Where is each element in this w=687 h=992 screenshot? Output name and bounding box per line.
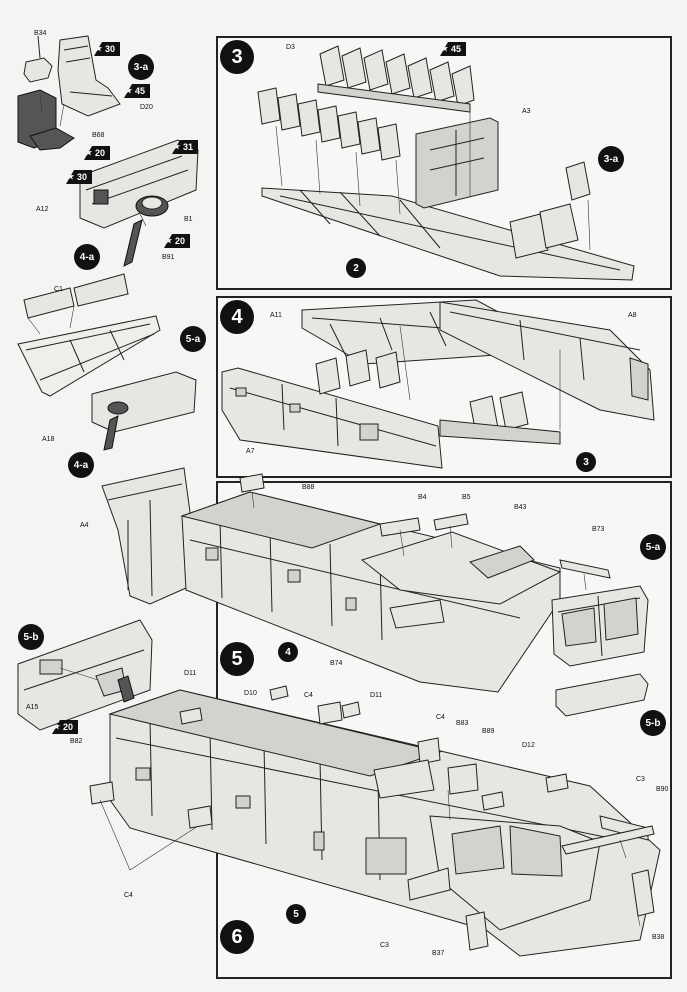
part-label-c4-mid: C4 bbox=[436, 714, 445, 721]
substep-5a-ref-badge: 5-a bbox=[640, 534, 666, 560]
rear-seat-row-d3 bbox=[257, 87, 401, 161]
part-label-d20: D20 bbox=[140, 104, 153, 111]
ref-step-4: 4 bbox=[278, 642, 298, 662]
paint-flag-icon: 20 bbox=[164, 234, 191, 248]
windshield-5a-drawing bbox=[17, 273, 197, 451]
part-label-a18: A18 bbox=[42, 436, 55, 443]
part-label-c4-top: C4 bbox=[304, 692, 313, 699]
part-label-b1: B1 bbox=[184, 216, 193, 223]
part-label-c1: C1 bbox=[54, 286, 63, 293]
part-label-b88: B88 bbox=[302, 484, 315, 491]
side-panel-5b-drawing bbox=[17, 619, 153, 731]
part-label-b90: B90 bbox=[656, 786, 669, 793]
seat-3a-drawing bbox=[17, 35, 121, 151]
step-3-number: 3 bbox=[220, 40, 254, 74]
substep-4a-badge: 4-a bbox=[74, 244, 100, 270]
part-label-c3-right: C3 bbox=[636, 776, 645, 783]
ref-step-2: 2 bbox=[346, 258, 366, 278]
part-label-a15: A15 bbox=[26, 704, 39, 711]
substep-4a-badge-ref: 4-a bbox=[68, 452, 94, 478]
step6-vehicle-drawing bbox=[89, 685, 661, 957]
ref-step-5: 5 bbox=[286, 904, 306, 924]
part-label-b38: B38 bbox=[652, 934, 665, 941]
part-label-b74: B74 bbox=[330, 660, 343, 667]
part-label-d11-right: D11 bbox=[370, 692, 383, 699]
step5-vehicle-drawing bbox=[101, 467, 649, 717]
part-label-c3-bottom: C3 bbox=[380, 942, 389, 949]
step-4-number: 4 bbox=[220, 300, 254, 334]
part-label-c4-bottom: C4 bbox=[124, 892, 133, 899]
step-5-number: 5 bbox=[220, 642, 254, 676]
part-label-a4: A4 bbox=[80, 522, 89, 529]
part-label-d3: D3 bbox=[286, 44, 295, 51]
step3-floor-drawing bbox=[257, 45, 635, 281]
substep-5b-badge: 5-b bbox=[18, 624, 44, 650]
part-label-d12: D12 bbox=[522, 742, 535, 749]
part-label-d10: D10 bbox=[244, 690, 257, 697]
paint-flag-icon: 30 bbox=[66, 170, 93, 184]
part-label-b68: B68 bbox=[92, 132, 105, 139]
step4-hull-drawing bbox=[221, 299, 655, 469]
ref-step-3: 3 bbox=[576, 452, 596, 472]
part-label-b37: B37 bbox=[432, 950, 445, 957]
step-6-number: 6 bbox=[220, 920, 254, 954]
part-label-b89: B89 bbox=[482, 728, 495, 735]
part-label-b82: B82 bbox=[70, 738, 83, 745]
part-label-a8: A8 bbox=[628, 312, 637, 319]
part-label-d11-left: D11 bbox=[184, 670, 197, 677]
part-label-b43: B43 bbox=[514, 504, 527, 511]
part-label-a11: A11 bbox=[270, 312, 282, 319]
part-label-b5: B5 bbox=[462, 494, 471, 501]
part-label-a12: A12 bbox=[36, 206, 49, 213]
rear-seat-row-45 bbox=[317, 45, 475, 113]
dashboard-4a-drawing bbox=[79, 139, 199, 267]
paint-flag-icon: 20 bbox=[84, 146, 111, 160]
part-label-b73: B73 bbox=[592, 526, 605, 533]
substep-5a-badge: 5-a bbox=[180, 326, 206, 352]
part-label-a3: A3 bbox=[522, 108, 531, 115]
paint-flag-icon: 30 bbox=[94, 42, 121, 56]
part-label-b83: B83 bbox=[456, 720, 469, 727]
part-label-b34: B34 bbox=[34, 30, 47, 37]
paint-flag-icon: 20 bbox=[52, 720, 79, 734]
paint-flag-icon: 45 bbox=[124, 84, 151, 98]
paint-flag-icon: 31 bbox=[172, 140, 199, 154]
paint-flag-icon: 45 bbox=[440, 42, 467, 56]
part-label-b91: B91 bbox=[162, 254, 175, 261]
part-label-b4: B4 bbox=[418, 494, 427, 501]
substep-3a-badge: 3-a bbox=[128, 54, 154, 80]
part-label-a7: A7 bbox=[246, 448, 255, 455]
substep-3a-ref-badge: 3-a bbox=[598, 146, 624, 172]
substep-5b-ref-badge: 5-b bbox=[640, 710, 666, 736]
